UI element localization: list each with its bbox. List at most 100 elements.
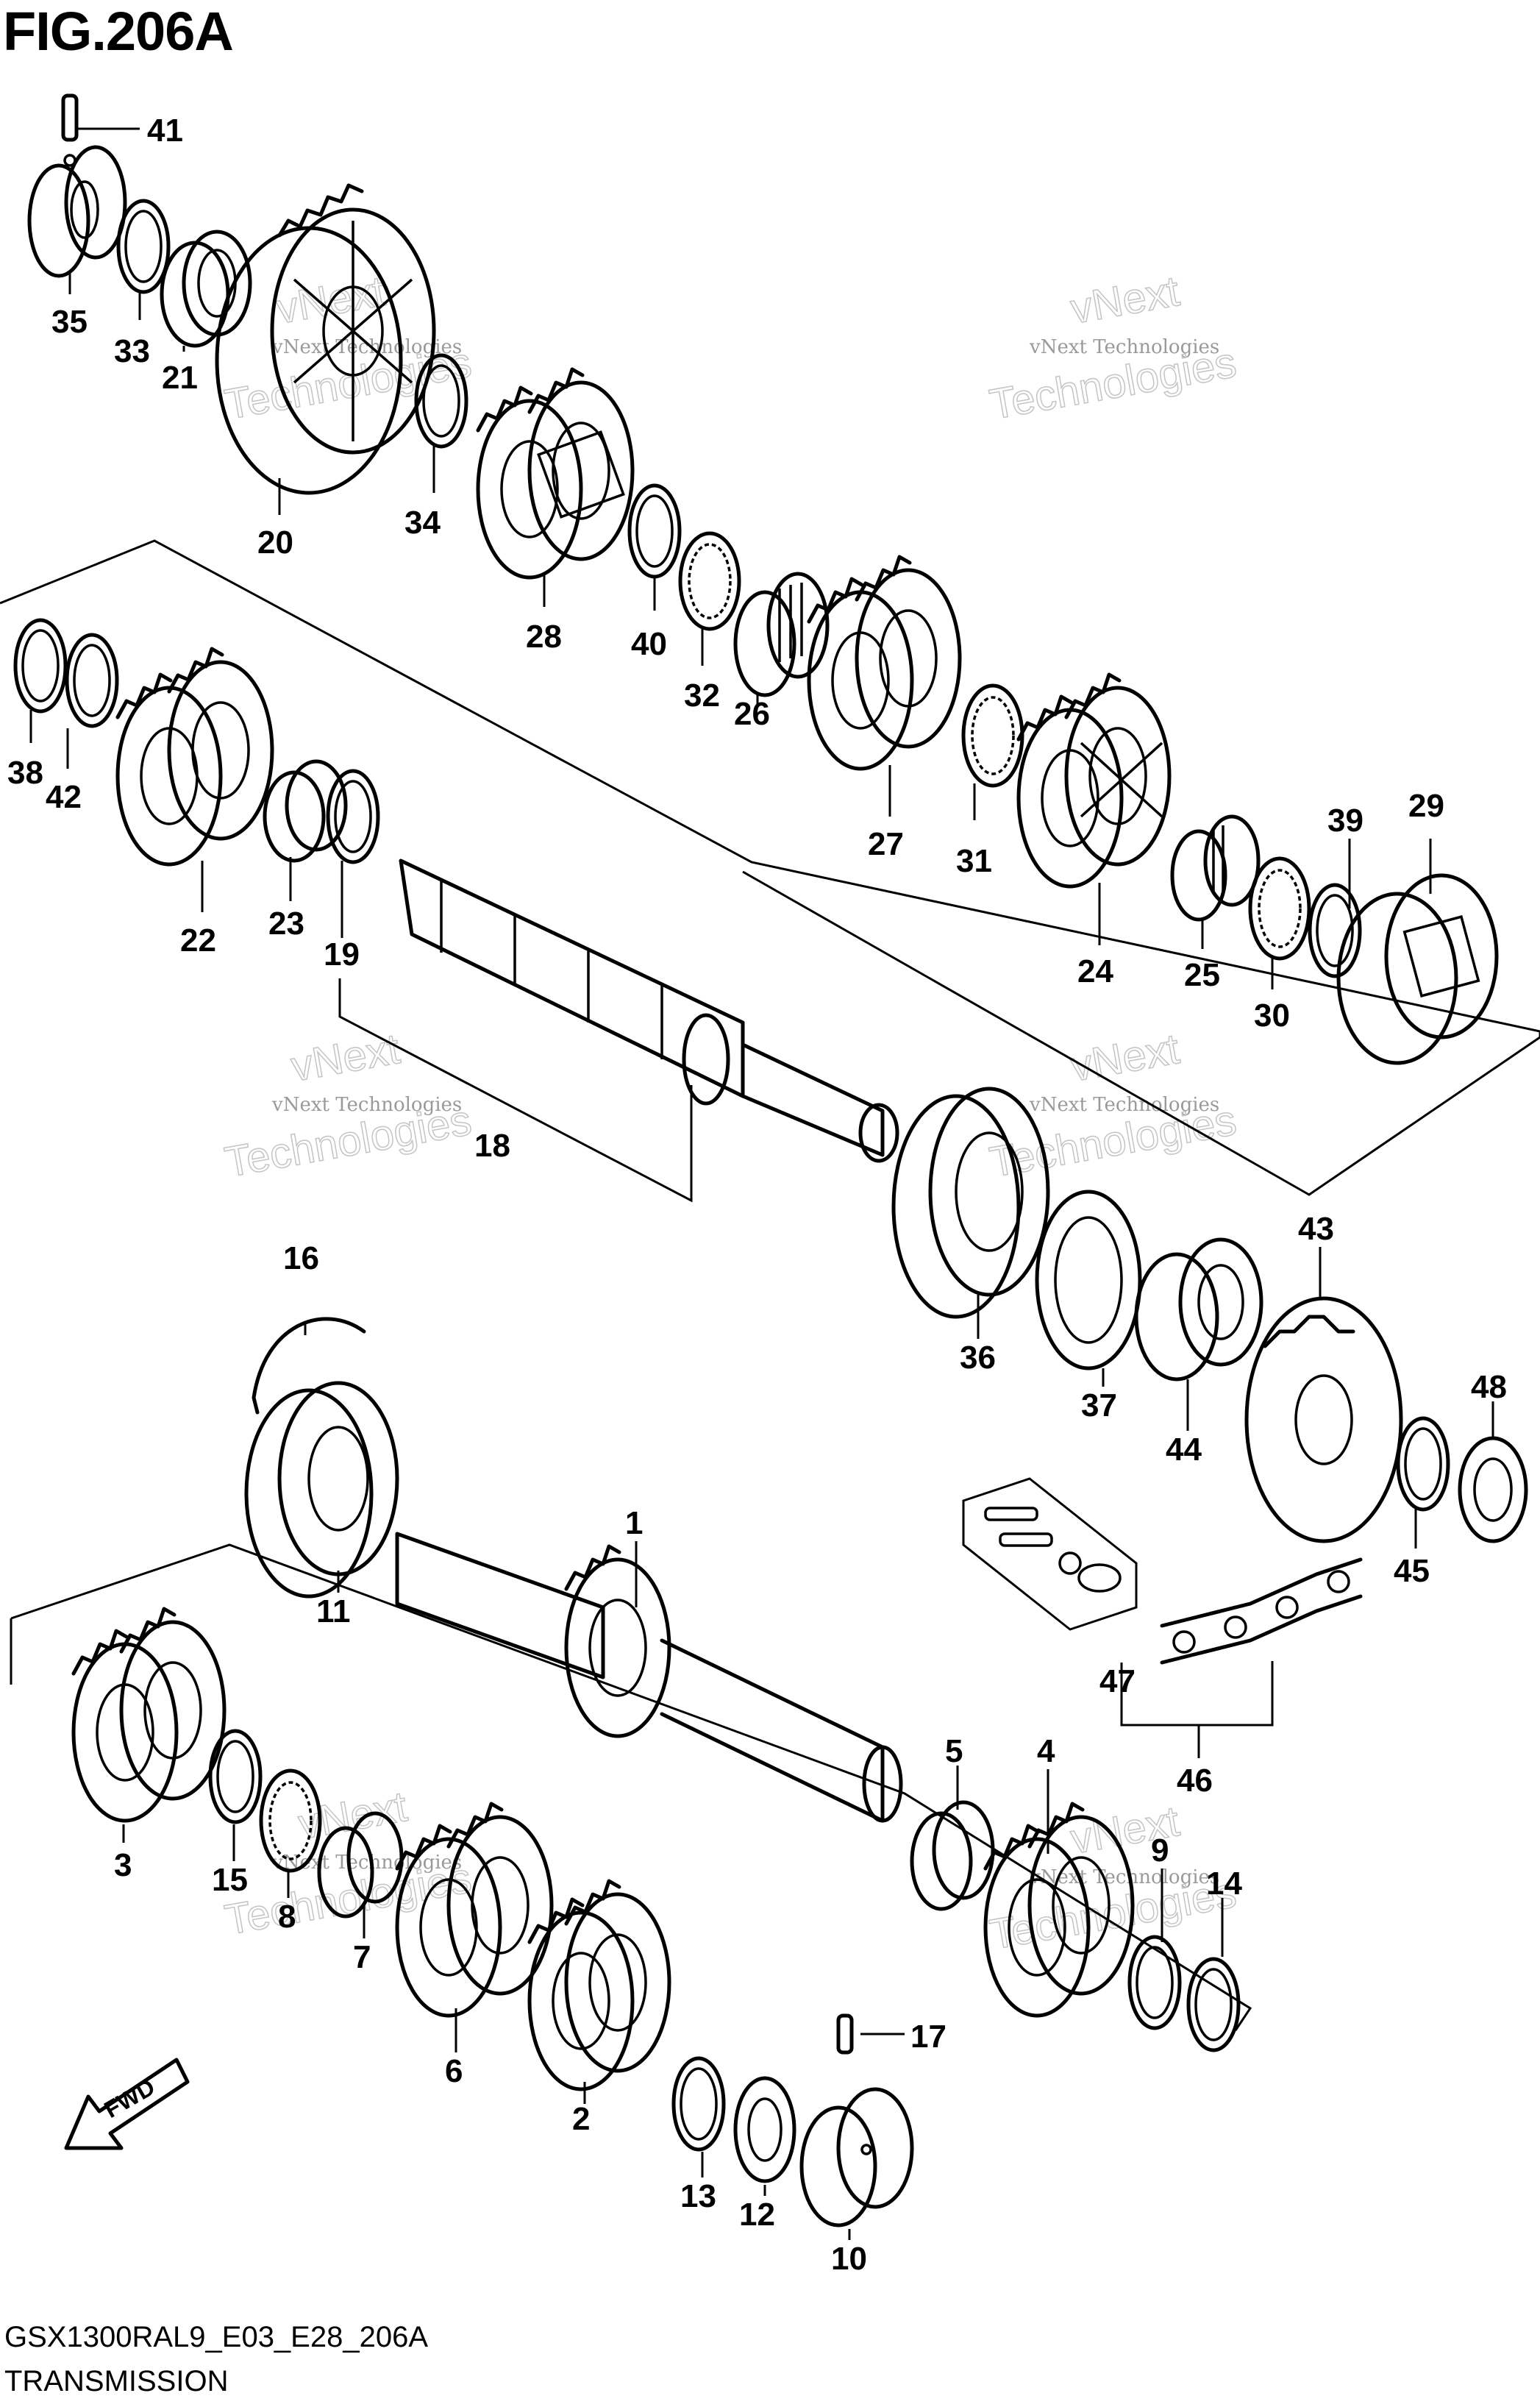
bushing-5 <box>910 1800 995 1911</box>
watermark-outline: vNext <box>288 1025 403 1091</box>
part-label-6: 6 <box>445 2053 463 2089</box>
part-label-34: 34 <box>404 505 441 541</box>
washer-9 <box>1130 1937 1180 2028</box>
circlip-38 <box>15 620 65 711</box>
watermark-upper-left: vNext Technologies vNext Technologies <box>221 266 475 429</box>
washer-30 <box>1248 856 1311 961</box>
oil-seal-19 <box>328 771 378 862</box>
part-label-13: 13 <box>680 2178 716 2214</box>
washer-31 <box>961 683 1024 788</box>
part-label-33: 33 <box>114 333 150 369</box>
gear-28 <box>478 369 632 577</box>
part-label-30: 30 <box>1254 998 1290 1034</box>
figure-title: FIG.206A <box>3 1 234 62</box>
part-number-labels: 41 35 33 21 20 34 28 40 32 26 27 31 24 2… <box>7 113 1507 2277</box>
part-label-10: 10 <box>831 2241 867 2277</box>
section-name: TRANSMISSION <box>4 2365 229 2397</box>
part-label-18: 18 <box>474 1128 510 1164</box>
pin-17 <box>836 2013 854 2055</box>
part-label-16: 16 <box>283 1240 319 1276</box>
circlip-15 <box>210 1731 260 1822</box>
countershaft-assembly-outline <box>0 539 1540 1196</box>
watermark-text: vNext Technologies <box>1029 336 1219 358</box>
chain-bracket <box>1120 1661 1274 1727</box>
watermark-outline: vNext <box>1067 267 1183 333</box>
gear-24 <box>1019 675 1169 886</box>
part-label-14: 14 <box>1206 1866 1242 1902</box>
part-label-1: 1 <box>625 1505 643 1541</box>
part-label-5: 5 <box>945 1733 963 1769</box>
sprocket-43 <box>1244 1296 1403 1543</box>
part-label-29: 29 <box>1408 788 1444 824</box>
part-label-20: 20 <box>257 525 293 561</box>
part-label-36: 36 <box>960 1340 996 1376</box>
part-label-32: 32 <box>684 678 720 714</box>
watermark-mid-left: vNext Technologies vNext Technologies <box>221 1024 475 1187</box>
bearing-11 <box>244 1381 399 1599</box>
part-label-11: 11 <box>316 1593 351 1629</box>
collar-35 <box>27 145 127 278</box>
washer-12 <box>733 2076 796 2183</box>
driveshaft-assembly-outline <box>10 1543 1252 2031</box>
part-label-46: 46 <box>1177 1763 1213 1799</box>
part-label-8: 8 <box>278 1899 296 1935</box>
washer-45 <box>1398 1418 1448 1510</box>
part-label-43: 43 <box>1298 1211 1334 1247</box>
part-label-9: 9 <box>1151 1832 1169 1869</box>
watermark-text: vNext Technologies <box>271 1094 462 1116</box>
bearing-36 <box>891 1087 1050 1319</box>
part-label-48: 48 <box>1471 1369 1507 1405</box>
circlip-14 <box>1188 1959 1238 2050</box>
gear-27 <box>809 557 960 769</box>
part-label-47: 47 <box>1099 1663 1136 1699</box>
leader-lines <box>29 127 1494 2240</box>
watermark-outline: vNext <box>1067 1025 1183 1091</box>
part-label-17: 17 <box>910 2019 947 2055</box>
watermark-text: vNext Technologies <box>1029 1094 1219 1116</box>
part-label-35: 35 <box>51 304 88 340</box>
part-label-7: 7 <box>353 1939 371 1975</box>
bushing-21 <box>160 230 252 348</box>
part-label-40: 40 <box>631 626 667 662</box>
countershaft-bracket <box>338 978 693 1203</box>
washer-33 <box>118 201 168 292</box>
needle-bearing-25 <box>1170 814 1261 922</box>
part-label-27: 27 <box>868 826 904 862</box>
part-label-22: 22 <box>180 922 216 959</box>
gear-20 <box>215 183 436 495</box>
part-label-3: 3 <box>114 1847 132 1883</box>
oil-seal-37 <box>1035 1190 1142 1370</box>
washer-42 <box>67 635 117 726</box>
part-label-39: 39 <box>1327 803 1363 839</box>
watermark-lower-right: vNext Technologies vNext Technologies <box>985 1796 1240 1959</box>
part-label-38: 38 <box>7 755 43 791</box>
part-label-37: 37 <box>1081 1387 1117 1423</box>
pin-41 <box>61 93 79 142</box>
part-label-41: 41 <box>147 113 183 149</box>
joint-link-47 <box>962 1477 1138 1631</box>
part-label-23: 23 <box>268 906 304 942</box>
part-label-42: 42 <box>46 779 82 815</box>
circlip-13 <box>674 2058 724 2150</box>
countershaft-18 <box>399 858 899 1163</box>
drive-chain-46 <box>1160 1557 1363 1665</box>
needle-bearing-26 <box>733 572 830 697</box>
nut-48 <box>1458 1436 1528 1543</box>
part-label-31: 31 <box>956 843 992 879</box>
part-label-15: 15 <box>212 1862 248 1898</box>
part-label-21: 21 <box>162 360 198 396</box>
part-label-2: 2 <box>572 2101 590 2137</box>
watermark-text: vNext Technologies <box>271 336 462 358</box>
collar-10 <box>799 2087 914 2228</box>
watermark-text: vNext Technologies <box>1029 1866 1219 1888</box>
circlip-39 <box>1310 885 1360 976</box>
watermark-upper-right: vNext Technologies vNext Technologies <box>985 266 1240 429</box>
diagram-code: GSX1300RAL9_E03_E28_206A <box>4 2321 429 2353</box>
circlip-16 <box>252 1317 366 1415</box>
part-label-4: 4 <box>1037 1733 1055 1769</box>
gear-29 <box>1336 873 1499 1065</box>
part-label-26: 26 <box>734 696 770 732</box>
part-label-28: 28 <box>526 619 562 655</box>
part-label-19: 19 <box>324 936 360 973</box>
